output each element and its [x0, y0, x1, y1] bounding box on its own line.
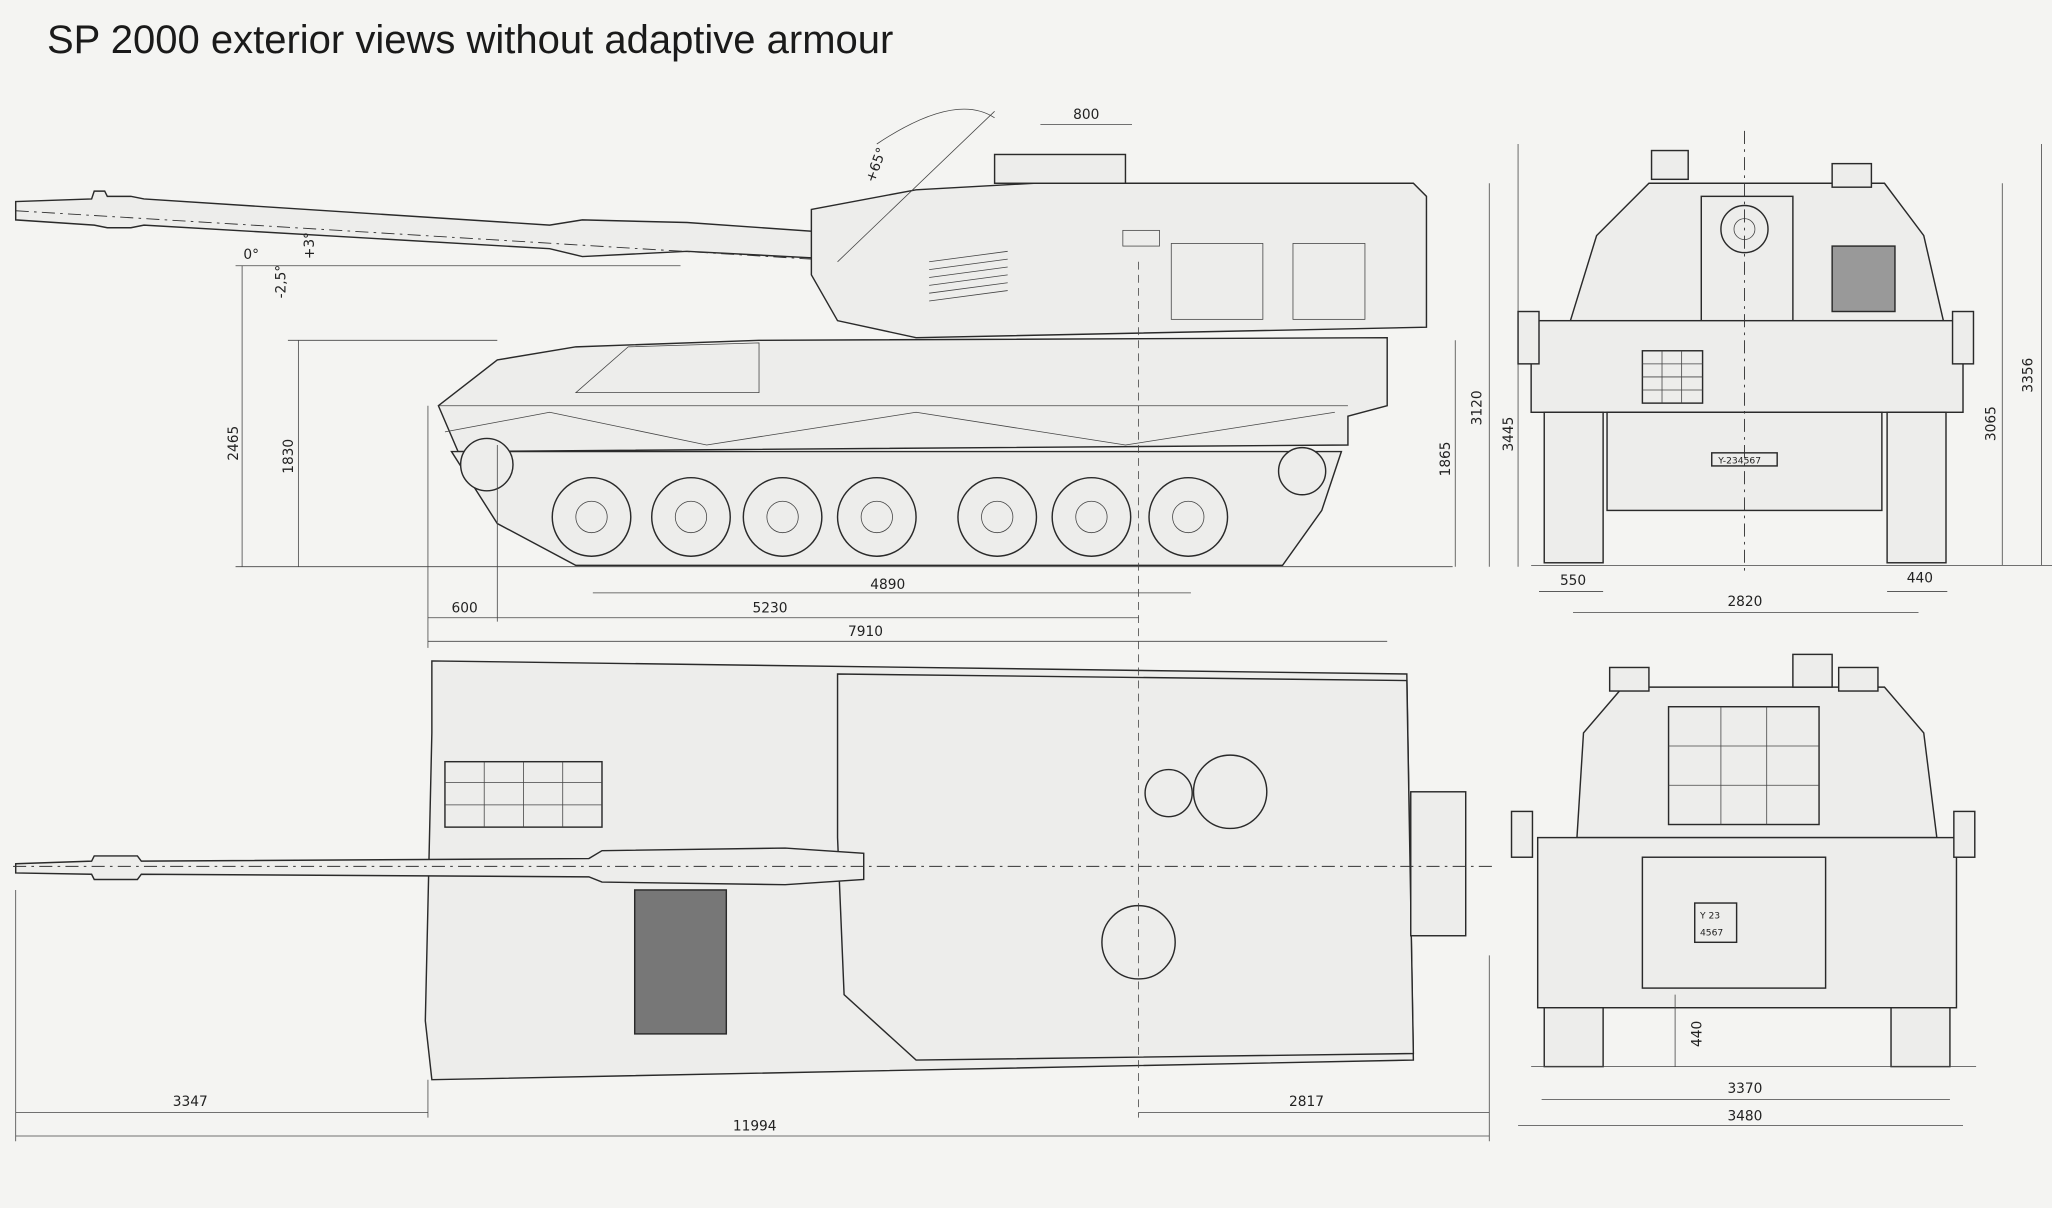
page-title: SP 2000 exterior views without adaptive …: [47, 18, 894, 62]
side-skirt-pattern: [444, 411, 1335, 446]
front-light: [1831, 162, 1873, 188]
side-barrel: [14, 190, 839, 260]
front-hull-upper: [1530, 319, 1964, 413]
side-panel: [1170, 243, 1264, 320]
front-view: Y-234567 3356 3065 550 440 2820: [1517, 130, 2052, 613]
top-periscope: [1144, 768, 1193, 818]
front-track-left: [1543, 411, 1604, 564]
dim-depression: -2,5°: [273, 265, 289, 299]
front-plate-text: Y-234567: [1717, 455, 1761, 466]
rear-license-plate: [1694, 902, 1738, 944]
front-grille: [1831, 245, 1896, 313]
dim-1830: 1830: [281, 439, 297, 474]
dim-3445: 3445: [1501, 417, 1517, 452]
front-ammo-rack: [1641, 350, 1704, 404]
dim-3356: 3356: [2020, 358, 2036, 393]
front-sensor: [1650, 149, 1689, 181]
rear-basket: [1667, 706, 1820, 826]
dim-440-rear: 440: [1689, 1021, 1705, 1047]
dim-4890: 4890: [870, 577, 905, 593]
dim-elevation-max: +65°: [863, 145, 890, 184]
side-hatch: [993, 153, 1127, 184]
rear-light-left: [1608, 666, 1650, 692]
rear-view: Y 23 4567 440 3370 3480: [1510, 653, 1977, 1126]
elevation-arc: [876, 108, 995, 145]
dim-2465: 2465: [226, 426, 242, 461]
top-ladder: [1410, 791, 1467, 937]
dim-elevation-plus3: +3°: [302, 232, 318, 259]
dim-600: 600: [451, 601, 477, 617]
dim-11994: 11994: [733, 1119, 777, 1135]
rear-track-left: [1543, 1007, 1604, 1068]
top-engine-grille: [633, 889, 728, 1035]
side-turret: [810, 182, 1428, 339]
dim-2820: 2820: [1727, 594, 1762, 610]
rear-dimension-lines: [1518, 994, 1977, 1126]
rear-track-right: [1890, 1007, 1951, 1068]
rear-mirror-right: [1953, 810, 1976, 858]
rear-light-right: [1837, 666, 1879, 692]
dim-3370: 3370: [1727, 1081, 1762, 1097]
rear-basket-grid: [1668, 706, 1820, 825]
dim-2817: 2817: [1289, 1094, 1324, 1110]
dim-550: 550: [1560, 573, 1586, 589]
dim-3347: 3347: [173, 1094, 208, 1110]
front-track-right: [1886, 411, 1947, 564]
top-turret: [836, 673, 1415, 1061]
top-dimension-lines: [15, 261, 1490, 1142]
side-grille: [929, 250, 1008, 302]
side-view: 800 +65° 0° +3° -2,5° 2465 1830 1865 312…: [14, 107, 1519, 648]
side-box: [1122, 229, 1160, 247]
dim-3480: 3480: [1727, 1108, 1762, 1124]
rear-sensor: [1792, 653, 1833, 688]
dim-7910: 7910: [848, 624, 883, 640]
rear-plate-line2: 4567: [1700, 928, 1723, 939]
elevation-line: [837, 111, 995, 263]
front-mirror-left: [1517, 310, 1540, 365]
dim-elevation-zero: 0°: [243, 247, 259, 263]
side-panel: [1292, 243, 1366, 320]
rear-plate-line1: Y 23: [1699, 911, 1720, 922]
side-hull: [437, 336, 1388, 453]
dim-3065: 3065: [1984, 406, 2000, 441]
rear-door: [1641, 856, 1827, 989]
rear-mirror-left: [1510, 810, 1534, 858]
front-mirror-right: [1951, 310, 1975, 365]
top-ammo-rack: [444, 760, 603, 828]
top-commander-hatch: [1192, 754, 1268, 830]
road-wheels: [459, 437, 1327, 557]
dim-3120: 3120: [1469, 390, 1485, 425]
dim-5230: 5230: [752, 601, 787, 617]
dim-1865: 1865: [1438, 441, 1454, 476]
dim-800: 800: [1073, 107, 1099, 123]
dim-440-front: 440: [1907, 570, 1933, 586]
front-dimension-lines: [1531, 144, 2052, 613]
top-view: 3347 2817 11994: [13, 261, 1492, 1142]
side-engine-deck: [574, 342, 760, 394]
